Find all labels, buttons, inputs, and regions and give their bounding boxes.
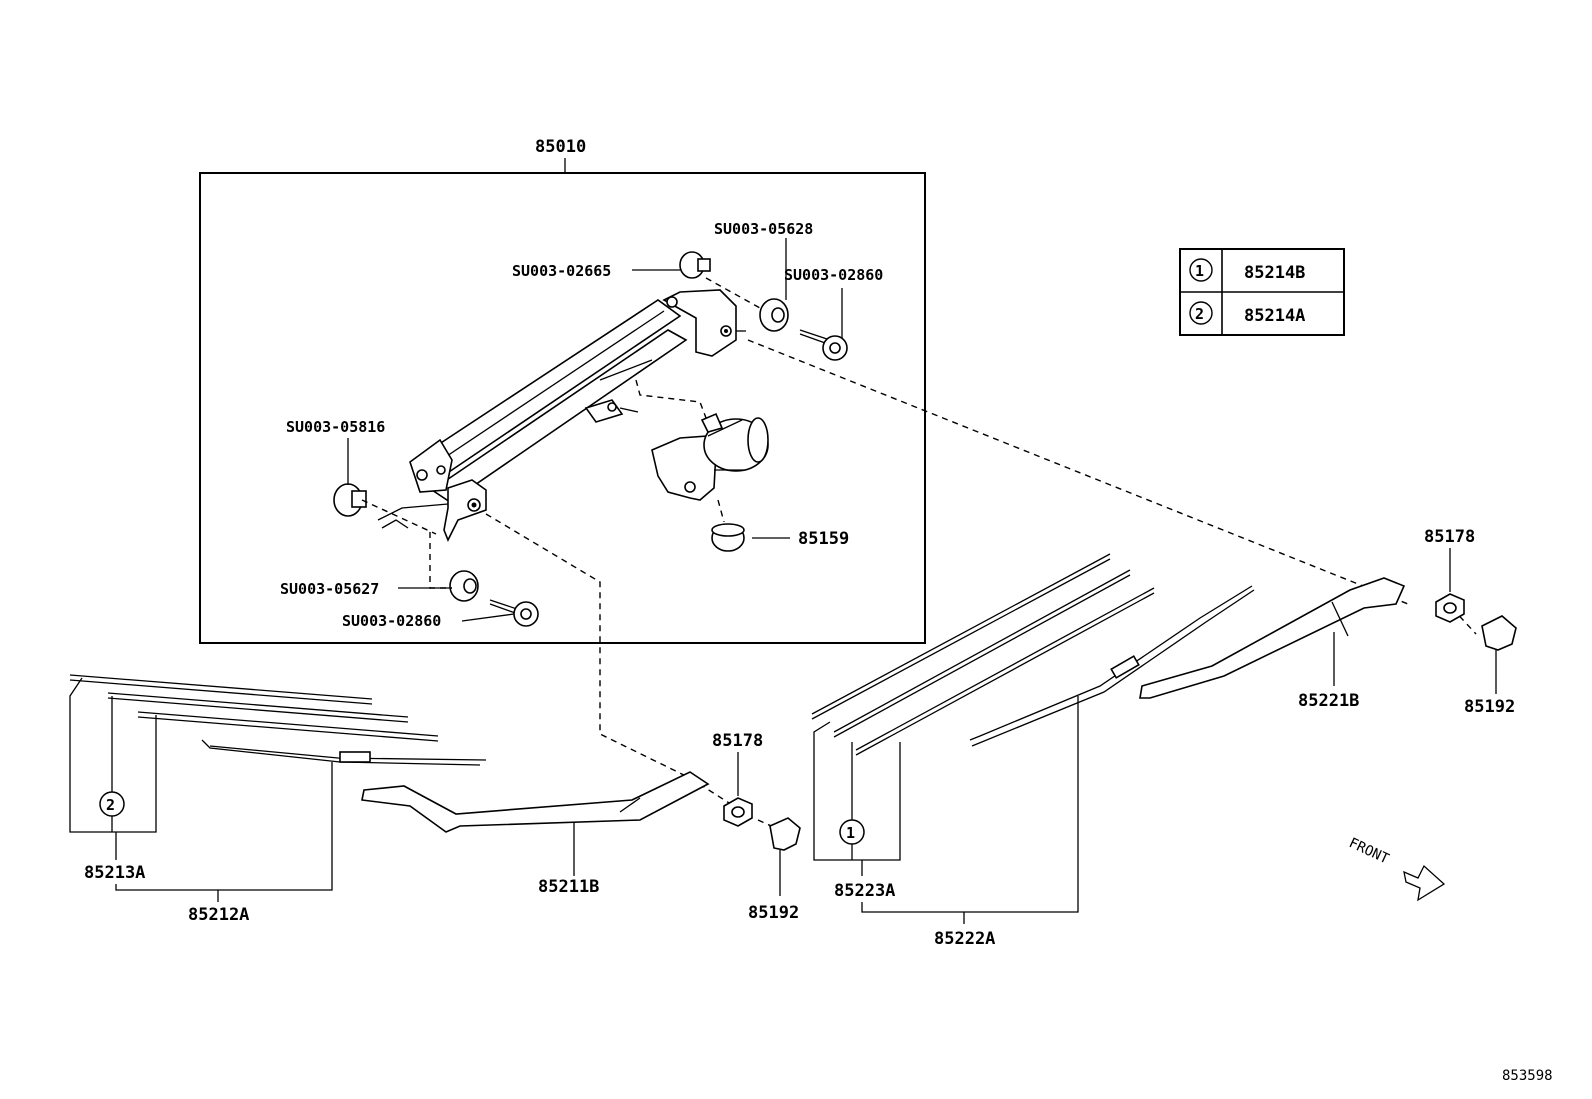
bushing-su003-05627 <box>449 570 479 602</box>
callout-right-blade-num: 1 <box>846 824 855 842</box>
grommet-su003-05816 <box>333 483 367 517</box>
label-85192-right: 85192 <box>1464 697 1515 717</box>
legend-row-2-part: 85214A <box>1244 306 1305 326</box>
label-85222a: 85222A <box>934 929 995 949</box>
label-85192-left: 85192 <box>748 903 799 923</box>
label-su003-02860-top: SU003-02860 <box>784 266 883 284</box>
label-su003-02860-bottom: SU003-02860 <box>342 612 441 630</box>
bolt-su003-02860-bottom <box>489 599 539 627</box>
callout-left-blade <box>99 791 125 817</box>
legend-table: 1 85214B 2 85214A <box>1179 248 1345 336</box>
label-su003-05628: SU003-05628 <box>714 220 813 238</box>
wiper-motor <box>651 412 769 501</box>
dashed-guides <box>361 277 1477 831</box>
cap-85192-right: 85192 <box>1464 615 1517 717</box>
bushing-su003-05628 <box>759 298 789 332</box>
legend-row-2-num: 2 <box>1195 305 1204 323</box>
front-label: FRONT <box>1346 835 1391 868</box>
label-85178-left: 85178 <box>712 731 763 751</box>
cap-85192-left: 85192 <box>748 817 801 923</box>
grommet-su003-02665 <box>679 251 711 279</box>
front-indicator: FRONT <box>1346 835 1446 902</box>
frame-leaders <box>347 238 843 622</box>
right-blade-assembly: 1 85223A 85222A <box>811 553 1255 949</box>
figure-number: 853598 <box>1502 1068 1553 1084</box>
label-su003-05816: SU003-05816 <box>286 418 385 436</box>
left-blade-assembly: 2 85213A 85212A <box>69 674 487 925</box>
nut-85178-left: 85178 <box>712 731 763 827</box>
label-su003-02665: SU003-02665 <box>512 262 611 280</box>
label-su003-05627: SU003-05627 <box>280 580 379 598</box>
callout-right-blade <box>839 819 865 845</box>
left-arm-85211b: 85211B <box>361 771 710 897</box>
label-85221b: 85221B <box>1298 691 1359 711</box>
label-85212a: 85212A <box>188 905 249 925</box>
label-85213a: 85213A <box>84 863 145 883</box>
callout-left-blade-num: 2 <box>106 796 115 814</box>
label-85178-right: 85178 <box>1424 527 1475 547</box>
right-arm-85221b: 85221B <box>1139 577 1406 711</box>
label-85211b: 85211B <box>538 877 599 897</box>
label-85010: 85010 <box>535 137 586 157</box>
motor-grommet-85159 <box>711 523 745 552</box>
nut-85178-right: 85178 <box>1424 527 1475 623</box>
legend-row-1-part: 85214B <box>1244 263 1305 283</box>
front-arrow-icon <box>1403 864 1446 902</box>
assembly-frame: 85010 <box>199 137 926 644</box>
label-85223a: 85223A <box>834 881 895 901</box>
wiper-linkage <box>377 289 746 542</box>
legend-row-1-num: 1 <box>1195 262 1204 280</box>
label-85159: 85159 <box>798 529 849 549</box>
bolt-su003-02860-top <box>799 329 848 361</box>
